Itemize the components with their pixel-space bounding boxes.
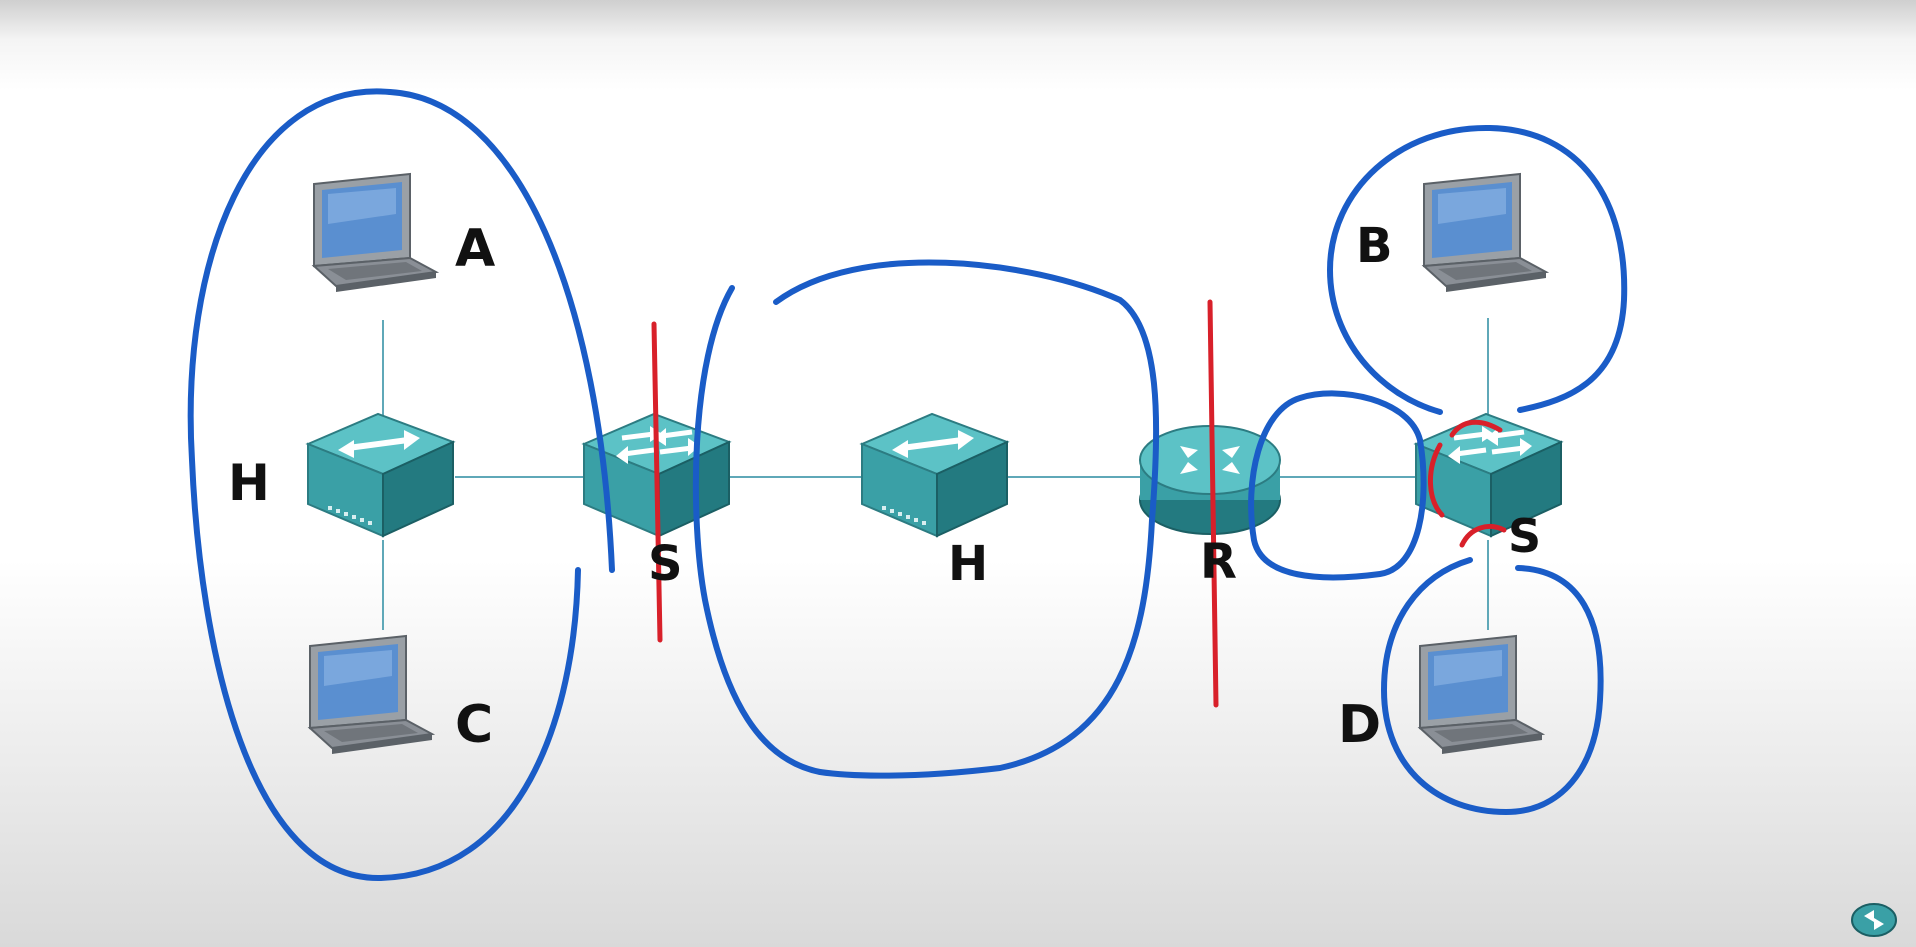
network-links [382,318,1489,630]
domain-router-link-outline [1248,390,1427,581]
hub-left-icon [308,414,453,536]
laptop-d-icon [1419,635,1543,755]
label-switch-right: S [1508,509,1541,563]
label-hub-middle: H [948,536,988,592]
label-laptop-c: C [455,695,493,755]
label-switch-left: S [648,536,683,592]
boundary-router [1207,299,1219,708]
label-laptop-d: D [1338,695,1381,755]
label-laptop-a: A [455,219,495,279]
domain-middle-outline [773,259,1160,779]
label-hub-left: H [228,454,270,512]
laptop-b-icon [1423,173,1547,293]
boundary-switch-left [651,321,663,643]
domain-middle-bracket [692,285,823,775]
laptop-c-icon [309,635,433,755]
domain-left-outline-top [387,89,615,573]
router-logo-icon [1851,903,1897,937]
domain-boundary-marks [651,299,1507,708]
label-laptop-b: B [1356,218,1393,274]
hub-middle-icon [862,414,1007,536]
boundary-switch-right-bottom [1459,524,1507,548]
laptop-a-icon [313,173,437,293]
boundary-switch-right-left [1427,442,1445,518]
collision-domain-annotations [187,88,1628,882]
domain-d-outline [1381,557,1604,815]
domain-left-outline [187,88,581,882]
domain-b-outline [1327,124,1628,415]
label-router: R [1200,534,1237,590]
boundary-switch-right-top [1449,419,1503,438]
